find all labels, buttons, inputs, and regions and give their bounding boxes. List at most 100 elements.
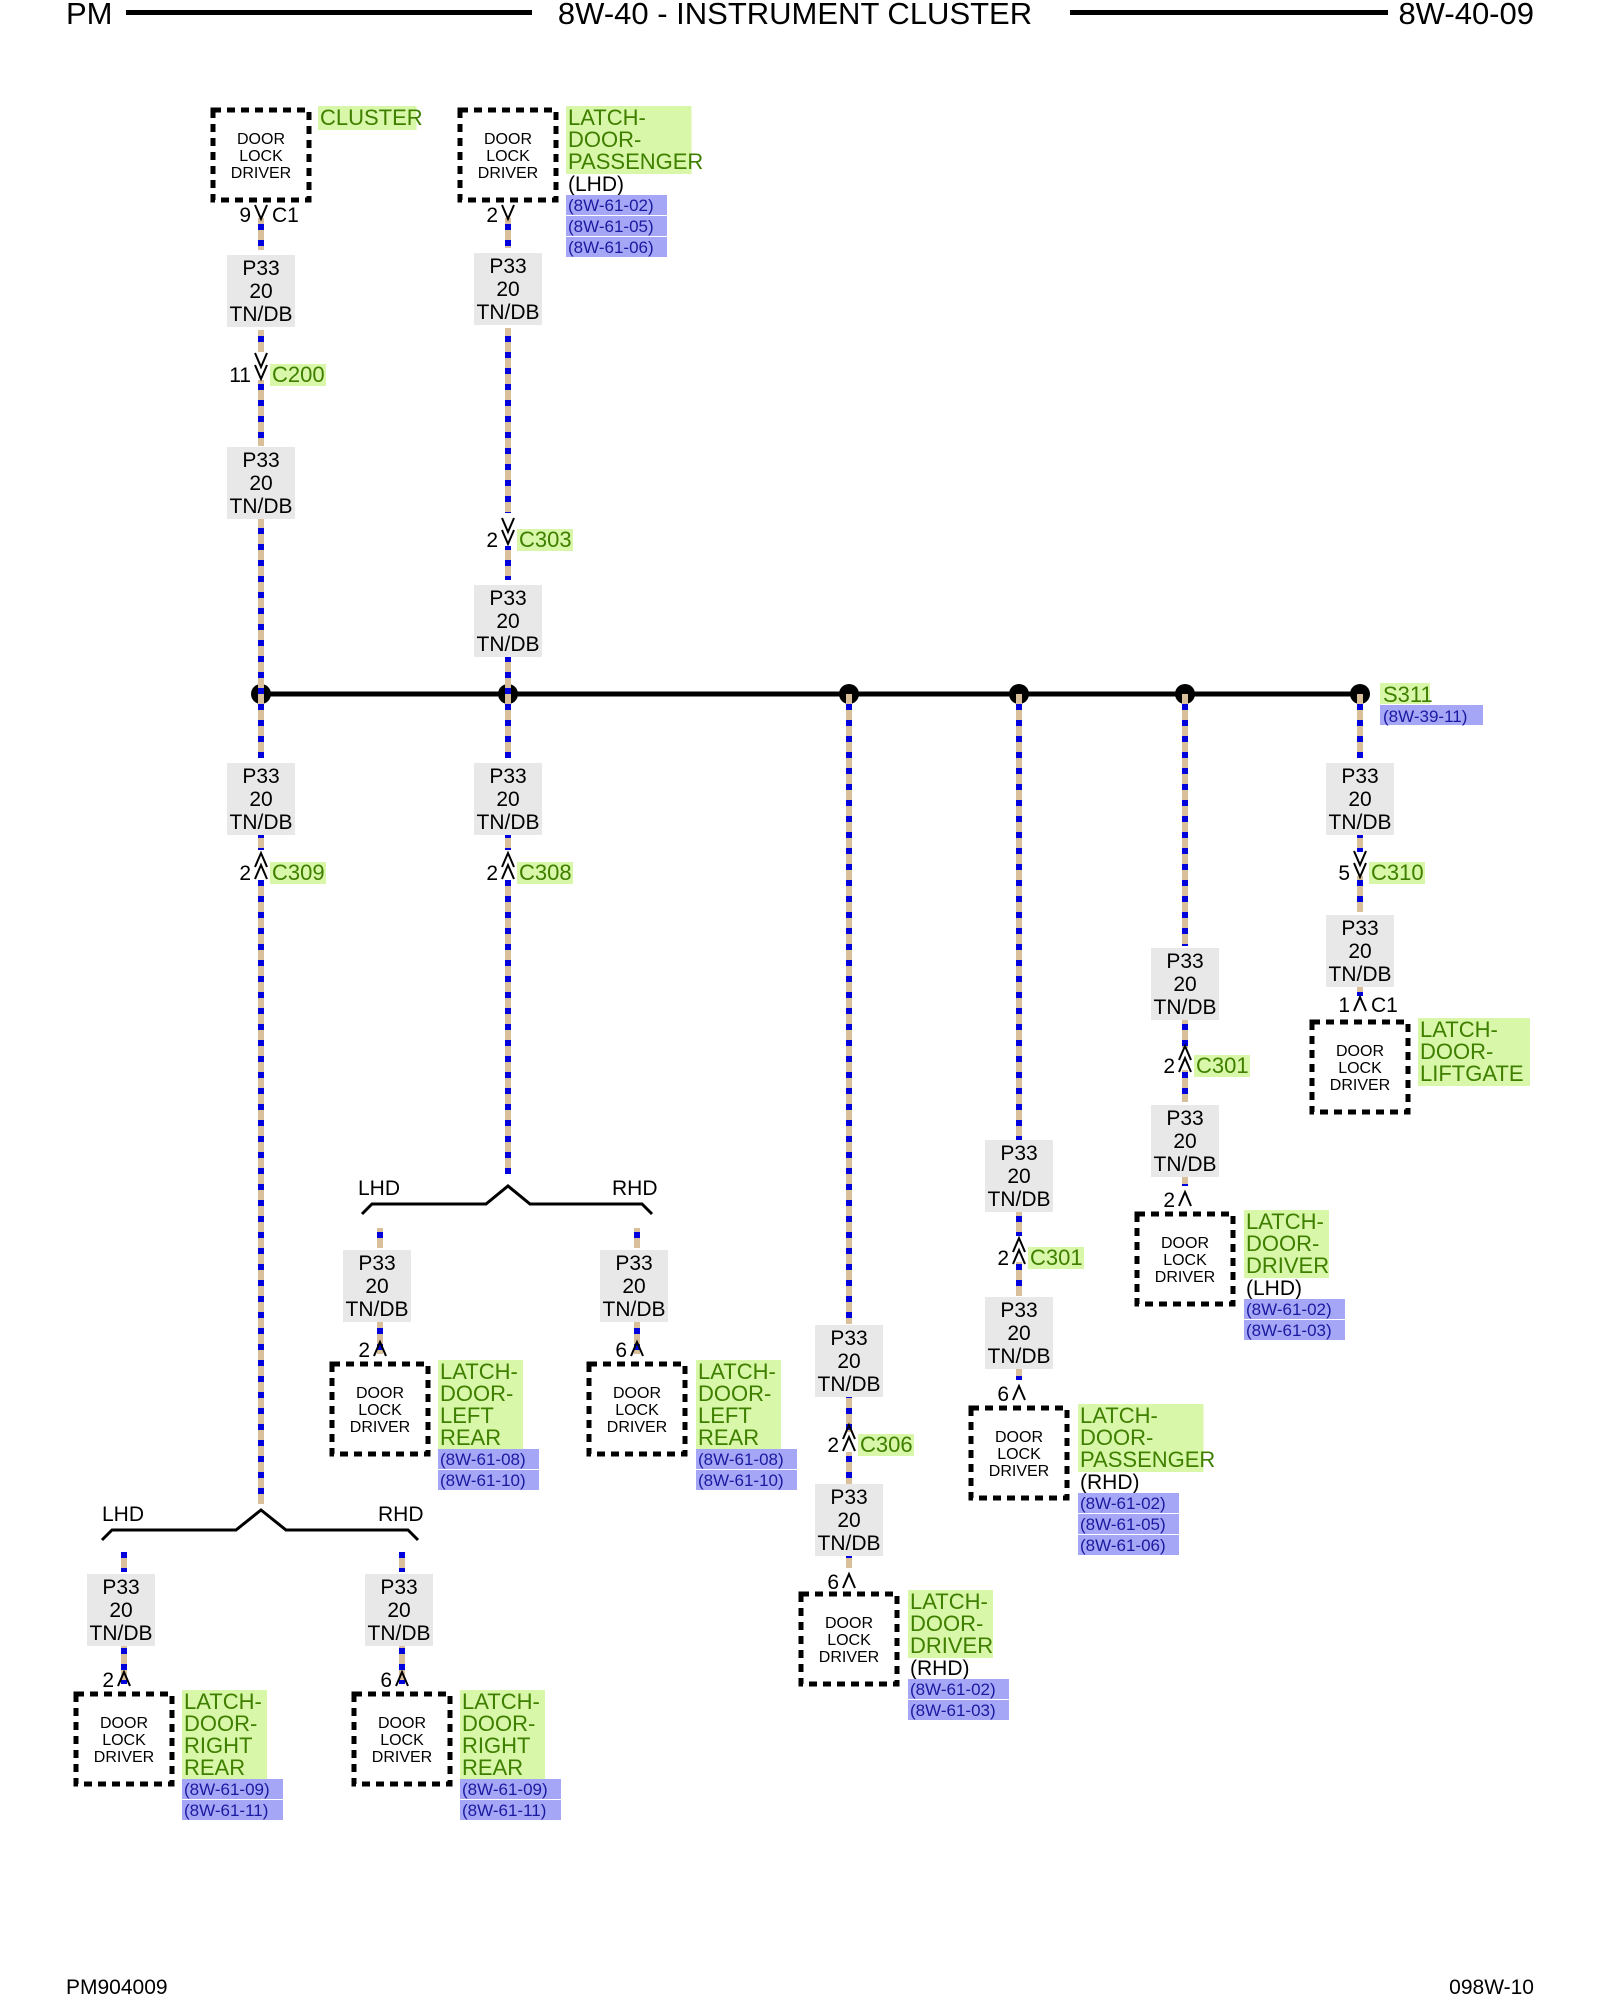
- ref-bg: [566, 195, 667, 215]
- connector-label: C1: [272, 204, 299, 227]
- connector-pin: 11: [229, 364, 251, 387]
- wire-segment: [258, 880, 264, 1504]
- wire-circuit: P33: [615, 1252, 652, 1275]
- wire-label-bg: [815, 1484, 883, 1556]
- component-name: LATCH-: [462, 1689, 540, 1714]
- ref-link: (8W-61-06): [1080, 1536, 1166, 1555]
- connector-label-bg: [517, 529, 573, 551]
- connector: [254, 850, 268, 868]
- component-label: LATCH-DOOR-PASSENGER(RHD)(8W-61-02)(8W-6…: [1078, 1403, 1215, 1555]
- wires: [121, 218, 1363, 1684]
- component-text: DRIVER: [231, 165, 291, 182]
- component-name: REAR: [462, 1755, 523, 1780]
- wire-label-bg: [227, 447, 295, 519]
- component-name: LATCH-: [1420, 1017, 1498, 1042]
- component-outline: [210, 107, 312, 203]
- ref-link: (8W-61-08): [698, 1450, 784, 1469]
- component-name-bg: [1078, 1404, 1204, 1472]
- component-text: DRIVER: [819, 1649, 879, 1666]
- ref-bg: [696, 1449, 797, 1469]
- wire-circuit: P33: [1166, 1107, 1203, 1130]
- branch-rhd-label: RHD: [378, 1503, 424, 1526]
- wire-circuit: P33: [830, 1486, 867, 1509]
- component-name: DOOR-: [1080, 1425, 1153, 1450]
- wire-label-bg: [1151, 1105, 1219, 1177]
- component-note: (LHD): [568, 173, 624, 196]
- wire-gauge: 20: [496, 788, 519, 811]
- ref-link: (8W-61-03): [1246, 1321, 1332, 1340]
- connector-chevron: [254, 364, 268, 382]
- component-text: LOCK: [239, 148, 283, 165]
- wire-label-bg: [474, 585, 542, 657]
- wire-segment: [121, 1644, 127, 1684]
- ref-bg: [460, 1779, 561, 1799]
- wire-color: TN/DB: [818, 1532, 881, 1555]
- component-outline: [73, 1691, 175, 1787]
- connector-label-bg: [1028, 1247, 1084, 1269]
- component-text: DRIVER: [607, 1419, 667, 1436]
- component-text: DRIVER: [94, 1749, 154, 1766]
- component-name: LATCH-: [440, 1359, 518, 1384]
- wire-color: TN/DB: [818, 1373, 881, 1396]
- wire-circuit: P33: [242, 765, 279, 788]
- wire-circuit: P33: [242, 449, 279, 472]
- header-right: 8W-40-09: [1398, 0, 1534, 31]
- wire-color: TN/DB: [1329, 811, 1392, 834]
- ref-link: (8W-61-11): [462, 1801, 546, 1820]
- component-name: LATCH-: [568, 105, 646, 130]
- branch-lhd-label: LHD: [102, 1503, 144, 1526]
- wire-label-bg: [227, 763, 295, 835]
- wire-circuit: P33: [1000, 1299, 1037, 1322]
- wire-label-bg: [343, 1250, 411, 1322]
- wire-gauge: 20: [1007, 1322, 1030, 1345]
- ref-bg: [182, 1779, 283, 1799]
- connector-chevron: [1353, 862, 1367, 880]
- connector-label-bg: [270, 364, 326, 386]
- wire-segment: [505, 328, 511, 513]
- connector-label: C306: [860, 1432, 913, 1457]
- header-rule-right: [1070, 10, 1388, 15]
- connector-pin: 2: [239, 862, 251, 885]
- connector-pin: 2: [486, 204, 498, 227]
- header-left: PM: [66, 0, 113, 31]
- splice-label: S311: [1383, 682, 1433, 707]
- wire-circuit: P33: [1341, 765, 1378, 788]
- wire-label-bg: [227, 255, 295, 327]
- page-title: 8W-40 - INSTRUMENT CLUSTER: [558, 0, 1032, 31]
- branch-selector-upper: LHD RHD: [358, 1177, 658, 1216]
- component-name: PASSENGER: [568, 149, 703, 174]
- connector: [501, 517, 515, 535]
- component-name: DOOR-: [440, 1381, 513, 1406]
- wire-segment: [399, 1644, 405, 1684]
- component-name-bg: [460, 1690, 545, 1780]
- wire-segment: [1357, 984, 1363, 996]
- connector-chevron: [117, 1669, 131, 1687]
- wire-circuit: P33: [1000, 1142, 1037, 1165]
- ref-bg: [460, 1800, 561, 1820]
- branch-selector-lower: LHD RHD: [100, 1503, 424, 1542]
- wire-circuit: P33: [830, 1327, 867, 1350]
- ref-link: (8W-61-02): [568, 196, 654, 215]
- component-name: PASSENGER: [1080, 1447, 1215, 1472]
- splice-ref-bg: [1380, 705, 1483, 725]
- component-outline: [1309, 1019, 1411, 1115]
- component-text: DOOR: [484, 131, 532, 148]
- component-text: LOCK: [1163, 1252, 1207, 1269]
- component-text: LOCK: [997, 1446, 1041, 1463]
- wire-segment: [634, 1228, 640, 1248]
- connector-chevron: [395, 1669, 409, 1687]
- wire-segment: [505, 694, 511, 758]
- wire-color: TN/DB: [230, 811, 293, 834]
- component-name: DOOR-: [462, 1711, 535, 1736]
- wire-label-bg: [985, 1140, 1053, 1212]
- wire-label-bg: [87, 1574, 155, 1646]
- ref-link: (8W-61-05): [568, 217, 654, 236]
